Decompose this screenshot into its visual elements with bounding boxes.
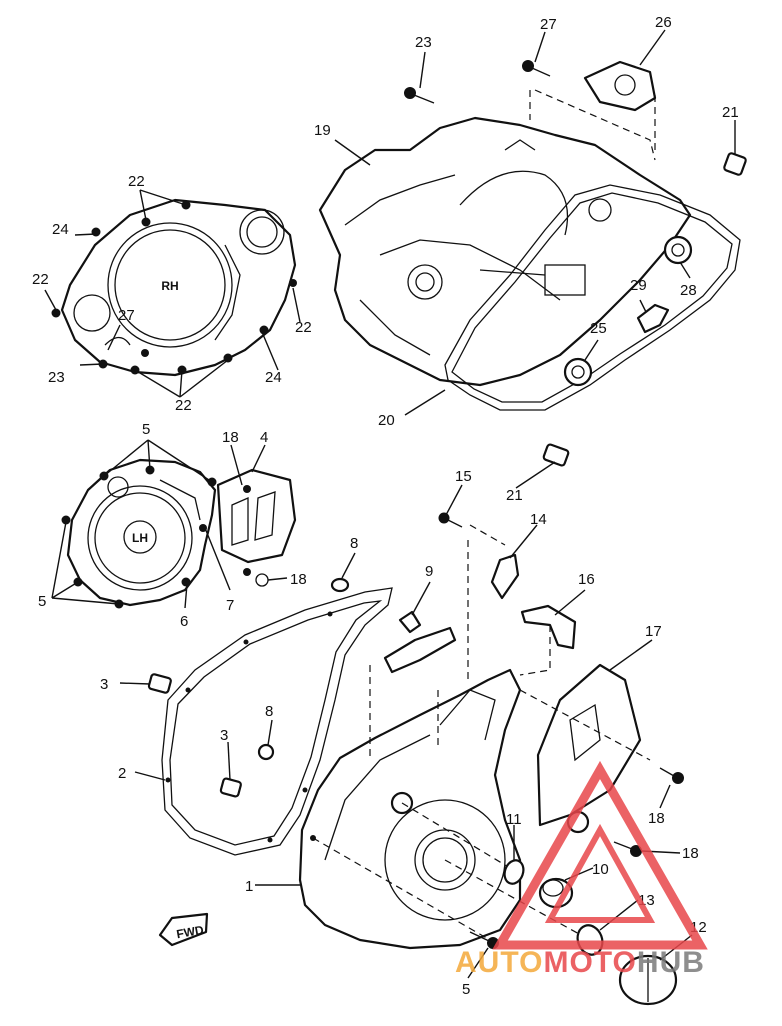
callout-16: 16	[578, 571, 595, 588]
plate-9	[383, 610, 457, 674]
callout-20: 20	[378, 412, 395, 429]
callout-19: 19	[314, 122, 331, 139]
callout-8: 8	[350, 535, 358, 552]
callout-3: 3	[220, 727, 228, 744]
dowel-pin-21-lower	[542, 443, 570, 467]
callout-25: 25	[590, 320, 607, 337]
o-ring-11	[503, 859, 525, 885]
watermark-logo-inner	[544, 823, 656, 923]
sprocket-cover-4	[216, 468, 297, 587]
crankcase-cover-1	[298, 668, 522, 950]
callout-24: 24	[265, 369, 282, 386]
o-ring-8-upper	[330, 577, 350, 593]
callout-6: 6	[180, 613, 188, 630]
callout-22: 22	[128, 173, 145, 190]
callout-5: 5	[142, 421, 150, 438]
leader-lines	[44, 29, 736, 979]
dowel-pin-3-upper	[147, 673, 172, 694]
callout-1: 1	[245, 878, 253, 895]
callout-23: 23	[415, 34, 432, 51]
callout-22: 22	[175, 397, 192, 414]
callout-9: 9	[425, 563, 433, 580]
bolt-18-right-lower	[613, 841, 642, 857]
callout-10: 10	[592, 861, 609, 878]
callout-27: 27	[118, 307, 135, 324]
rh-crankcase-cover: RH	[51, 198, 297, 377]
bolt-23-top	[404, 87, 435, 104]
dowel-pin-3-lower	[219, 777, 242, 798]
callout-14: 14	[530, 511, 547, 528]
cover-26	[583, 60, 657, 112]
callout-labels: 23 27 26 21 19 22 24 22 27 22 23 24 22 2…	[32, 14, 739, 998]
callout-18: 18	[648, 810, 665, 827]
callout-17: 17	[645, 623, 662, 640]
callout-15: 15	[455, 468, 472, 485]
callout-11: 11	[506, 811, 522, 828]
callout-27: 27	[540, 16, 557, 33]
dowel-pin-21-upper	[723, 152, 747, 176]
part-28	[663, 235, 693, 265]
bracket-29	[636, 303, 670, 334]
crankcase-gasket	[444, 184, 741, 411]
callout-4: 4	[260, 429, 268, 446]
watermark: AUTOMOTOHUB	[455, 760, 708, 979]
fwd-label: FWD	[175, 923, 205, 942]
callout-8: 8	[265, 703, 273, 720]
callout-22: 22	[295, 319, 312, 336]
crankcase-half	[318, 116, 692, 387]
sprocket-cover-17	[536, 663, 642, 834]
callout-18: 18	[290, 571, 307, 588]
callout-21: 21	[722, 104, 739, 121]
o-ring-8-lower	[257, 743, 275, 761]
watermark-text: AUTOMOTOHUB	[455, 946, 705, 979]
watermark-text-auto: AUTO	[455, 946, 543, 979]
callout-29: 29	[630, 277, 647, 294]
callout-3: 3	[100, 676, 108, 693]
callout-21: 21	[506, 487, 523, 504]
rh-cover-label: RH	[161, 279, 178, 293]
callout-28: 28	[680, 282, 697, 299]
watermark-text-hub: HUB	[637, 946, 705, 979]
watermark-text-moto: MOTO	[543, 946, 636, 979]
clamp-14	[490, 553, 520, 600]
lh-cover-label: LH	[132, 531, 148, 545]
watermark-logo-outer	[492, 760, 708, 950]
forward-indicator: FWD	[158, 912, 209, 947]
bolt-15	[438, 512, 463, 528]
cover-gasket-2	[161, 587, 393, 856]
callout-23: 23	[48, 369, 65, 386]
callout-7: 7	[226, 597, 234, 614]
callout-22: 22	[32, 271, 49, 288]
oil-seal-25	[563, 357, 593, 387]
callout-5: 5	[38, 593, 46, 610]
guide-16	[520, 604, 577, 650]
plug-12	[618, 954, 678, 1006]
callout-18: 18	[682, 845, 699, 862]
callout-5: 5	[462, 981, 470, 998]
callout-18: 18	[222, 429, 239, 446]
lh-crankcase-cover: LH	[61, 458, 217, 609]
callout-24: 24	[52, 221, 69, 238]
bolt-18-right-upper	[659, 767, 684, 784]
callout-2: 2	[118, 765, 126, 782]
bolt-27-top	[522, 60, 551, 77]
callout-26: 26	[655, 14, 672, 31]
